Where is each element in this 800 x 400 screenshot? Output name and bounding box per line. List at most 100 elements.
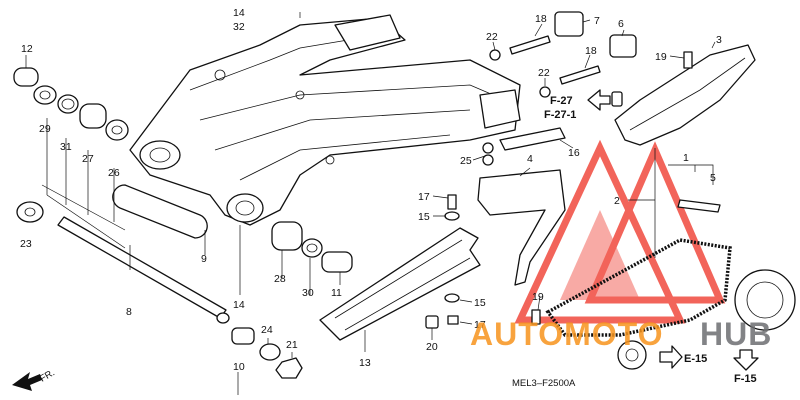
- collar-15b: [444, 293, 460, 303]
- bolt-20: [425, 315, 439, 329]
- callout-10: 10: [233, 361, 245, 373]
- drive-chain: [545, 238, 796, 370]
- bolt-19a: [683, 51, 693, 69]
- reference-arrows: [12, 89, 759, 391]
- watermark-triangle-left: [514, 139, 686, 324]
- bolt-25b: [482, 154, 494, 166]
- emblem-16: [499, 127, 566, 151]
- adjust-bolt-10: [231, 327, 255, 345]
- clip-7: [554, 11, 584, 37]
- callout-15a: 15: [418, 211, 430, 223]
- ring-31: [57, 94, 79, 114]
- callout-28: 28: [274, 273, 286, 285]
- ref-label-e15: E-15: [684, 353, 707, 365]
- front-arrow-icon: [12, 372, 42, 391]
- callout-24: 24: [261, 324, 273, 336]
- callout-8: 8: [126, 306, 132, 318]
- callout-27: 27: [82, 153, 94, 165]
- bolt-19b: [531, 309, 541, 325]
- callout-22a: 22: [486, 31, 498, 43]
- callout-4: 4: [527, 153, 533, 165]
- watermark-text-main: AUTOMOTO: [470, 316, 663, 352]
- seal-30: [301, 238, 323, 258]
- callout-7: 7: [594, 15, 600, 27]
- ref-arrow-f15: [733, 349, 759, 371]
- nut-23: [16, 201, 44, 223]
- bolt-17b: [447, 315, 459, 325]
- ref-arrow-e15: [659, 345, 683, 369]
- callout-23: 23: [20, 238, 32, 250]
- leader-lines: [25, 12, 716, 395]
- pivot-bearings-left: [13, 67, 129, 223]
- callout-14b: 14: [233, 299, 245, 311]
- callout-29: 29: [39, 123, 51, 135]
- chain-case-3: [614, 44, 756, 146]
- fasteners: [425, 11, 721, 329]
- ref-label-f27-1: F-27-1: [544, 109, 576, 121]
- ref-label-f27: F-27: [550, 95, 573, 107]
- clip-6: [609, 34, 637, 58]
- callout-32: 32: [233, 21, 245, 33]
- watermark-text-end: HUB: [700, 316, 772, 352]
- collar-9: [112, 184, 208, 239]
- pivot-bearings-right: [231, 221, 353, 379]
- callout-18b: 18: [585, 45, 597, 57]
- bolt-f27: [611, 91, 623, 107]
- callout-19b: 19: [532, 291, 544, 303]
- collar-11: [321, 251, 353, 273]
- needle-bearing-28: [271, 221, 303, 251]
- watermark-logo: [514, 139, 726, 324]
- callout-21: 21: [286, 339, 298, 351]
- watermark-triangle-inner: [560, 210, 640, 300]
- callout-30: 30: [302, 287, 314, 299]
- callout-5: 5: [710, 172, 716, 184]
- callout-22b: 22: [538, 67, 550, 79]
- callout-31: 31: [60, 141, 72, 153]
- drive-sprocket: [617, 340, 647, 370]
- bolt-18a: [509, 35, 551, 55]
- bolt-17a: [447, 194, 457, 210]
- callout-1: 1: [683, 152, 689, 164]
- callouts: 14 32 12 29 31 27 26 23 9 8 14 28 30 11 …: [20, 7, 722, 373]
- chain-slider-13: [319, 227, 481, 341]
- master-link-5: [677, 199, 721, 213]
- callout-18a: 18: [535, 13, 547, 25]
- pivot-shaft-8: [57, 216, 227, 319]
- callout-3: 3: [716, 34, 722, 46]
- front-arrow-label: FR.: [38, 367, 57, 384]
- needle-bearing-27: [79, 103, 107, 129]
- callout-20: 20: [426, 341, 438, 353]
- callout-17b: 17: [474, 319, 486, 331]
- swingarm: [129, 14, 521, 226]
- watermark-triangle-right: [584, 141, 726, 304]
- nut-22b: [539, 86, 551, 98]
- washer-24: [259, 343, 281, 361]
- callout-13: 13: [359, 357, 371, 369]
- callout-17a: 17: [418, 191, 430, 203]
- nut-21: [275, 357, 303, 379]
- seal-29: [33, 85, 57, 105]
- callout-15b: 15: [474, 297, 486, 309]
- bolt-18b: [559, 65, 601, 85]
- callout-16: 16: [568, 147, 580, 159]
- callout-19a: 19: [655, 51, 667, 63]
- chain-guard-4: [477, 169, 566, 286]
- rear-sprocket: [734, 269, 796, 331]
- callout-2: 2: [614, 195, 620, 207]
- bolt-25a: [482, 142, 494, 154]
- collar-15a: [444, 211, 460, 221]
- callout-9: 9: [201, 253, 207, 265]
- callout-6: 6: [618, 18, 624, 30]
- ref-arrow-f27: [587, 89, 611, 111]
- callout-14a: 14: [233, 7, 245, 19]
- ref-label-f15: F-15: [734, 373, 757, 385]
- callout-12: 12: [21, 43, 33, 55]
- nut-22a: [489, 49, 501, 61]
- callout-11: 11: [331, 287, 342, 299]
- drawing-code: MEL3–F2500A: [512, 378, 576, 389]
- callout-26: 26: [108, 167, 120, 179]
- bearing-12: [13, 67, 39, 87]
- bearing-26: [105, 119, 129, 141]
